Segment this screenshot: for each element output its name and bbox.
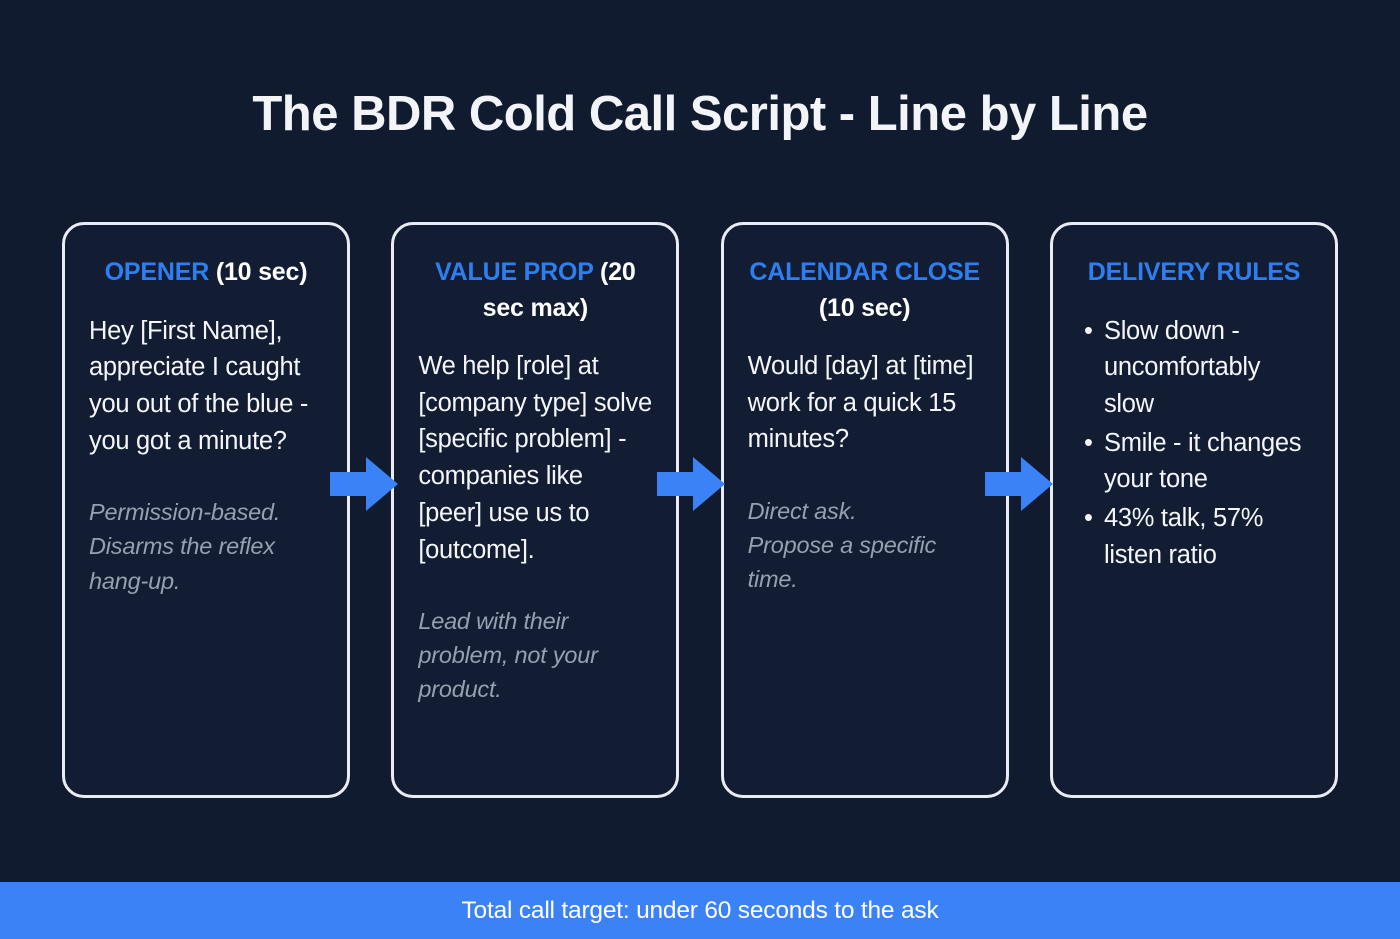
card-opener-body: Hey [First Name], appreciate I caught yo… — [89, 316, 309, 455]
list-item: 43% talk, 57% listen ratio — [1084, 500, 1311, 573]
delivery-rules-list: Slow down - uncomfortably slow Smile - i… — [1077, 313, 1311, 574]
list-item: Smile - it changes your tone — [1084, 425, 1311, 498]
card-value-prop: VALUE PROP (20 sec max) We help [role] a… — [391, 222, 680, 798]
card-opener-heading-timing: (10 sec) — [215, 258, 308, 286]
card-opener: OPENER (10 sec) Hey [First Name], apprec… — [62, 222, 350, 798]
card-delivery-rules-heading: DELIVERY RULES — [1077, 255, 1311, 291]
card-delivery-rules-heading-keyword: DELIVERY RULES — [1087, 258, 1301, 286]
arrow-right-icon — [657, 455, 725, 513]
card-opener-note-line-1: Permission-based. — [89, 499, 281, 526]
card-delivery-rules: DELIVERY RULES Slow down - uncomfortably… — [1049, 222, 1338, 798]
card-value-prop-note-line-1: Lead with their problem, not your produc… — [418, 608, 598, 703]
card-calendar-close-heading-keyword: CALENDAR CLOSE — [749, 258, 980, 286]
card-opener-note-line-2: Disarms the reflex hang-up. — [89, 533, 275, 594]
card-opener-heading-keyword: OPENER — [104, 258, 210, 286]
card-value-prop-note: Lead with their problem, not your produc… — [418, 604, 652, 706]
card-value-prop-heading-timing: (20 sec max) — [482, 258, 636, 322]
footer-text: Total call target: under 60 seconds to t… — [461, 896, 939, 924]
card-value-prop-body: We help [role] at [company type] solve [… — [418, 352, 652, 564]
card-value-prop-heading: VALUE PROP (20 sec max) — [418, 255, 652, 326]
card-calendar-close: CALENDAR CLOSE (10 sec) Would [day] at [… — [720, 222, 1009, 798]
card-calendar-close-note: Direct ask. Propose a specific time. — [748, 494, 982, 596]
card-calendar-close-note-line-2: Propose a specific time. — [747, 532, 937, 593]
card-opener-heading: OPENER (10 sec) — [89, 255, 323, 291]
card-opener-note: Permission-based. Disarms the reflex han… — [89, 495, 323, 597]
script-stage-row: OPENER (10 sec) Hey [First Name], apprec… — [62, 222, 1338, 798]
page-title: The BDR Cold Call Script - Line by Line — [252, 87, 1148, 141]
card-calendar-close-note-line-1: Direct ask. — [747, 498, 857, 525]
list-item: Slow down - uncomfortably slow — [1084, 313, 1311, 423]
footer-banner: Total call target: under 60 seconds to t… — [0, 882, 1400, 939]
card-calendar-close-heading-timing: (10 sec) — [818, 293, 911, 322]
card-calendar-close-body: Would [day] at [time] work for a quick 1… — [747, 352, 974, 454]
card-value-prop-heading-keyword: VALUE PROP — [435, 258, 594, 286]
arrow-right-icon — [985, 455, 1053, 513]
card-calendar-close-heading: CALENDAR CLOSE (10 sec) — [748, 255, 982, 326]
arrow-right-icon — [330, 455, 398, 513]
